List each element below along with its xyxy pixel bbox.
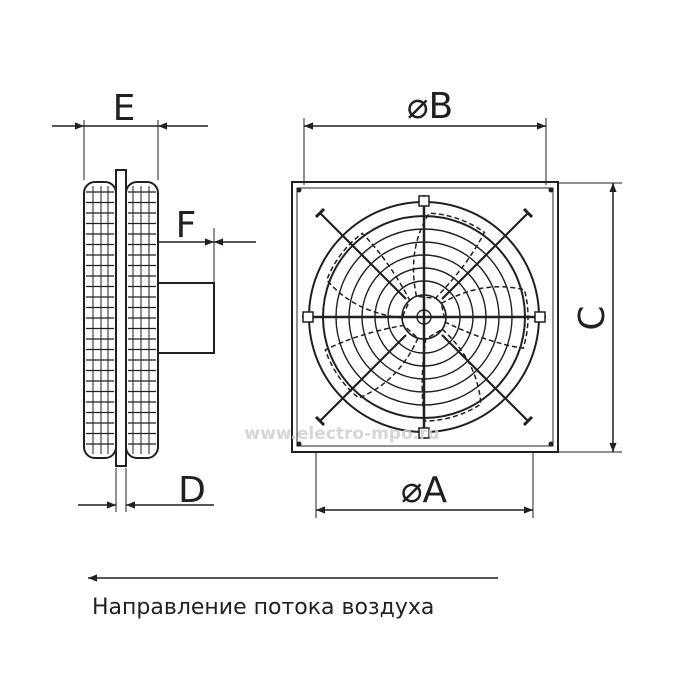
airflow-caption: Направление потока воздуха <box>92 595 434 620</box>
motor-body <box>157 282 215 354</box>
side-view: E F D <box>52 88 256 512</box>
dimension-label-e: E <box>113 88 136 129</box>
front-view: ⌀B C ⌀A <box>291 86 622 518</box>
dimension-label-c: C <box>572 305 613 330</box>
dimension-label-b: ⌀B <box>407 86 453 127</box>
front-plate <box>291 181 559 453</box>
dimension-label-d: D <box>178 470 206 511</box>
grille-ribs <box>86 186 156 454</box>
dimension-label-f: F <box>176 205 197 246</box>
dimension-label-a: ⌀A <box>401 470 448 511</box>
fan-grille-icon <box>302 195 546 439</box>
watermark: www.electro-mpo.ru <box>244 424 439 444</box>
mounting-plate <box>115 169 127 467</box>
